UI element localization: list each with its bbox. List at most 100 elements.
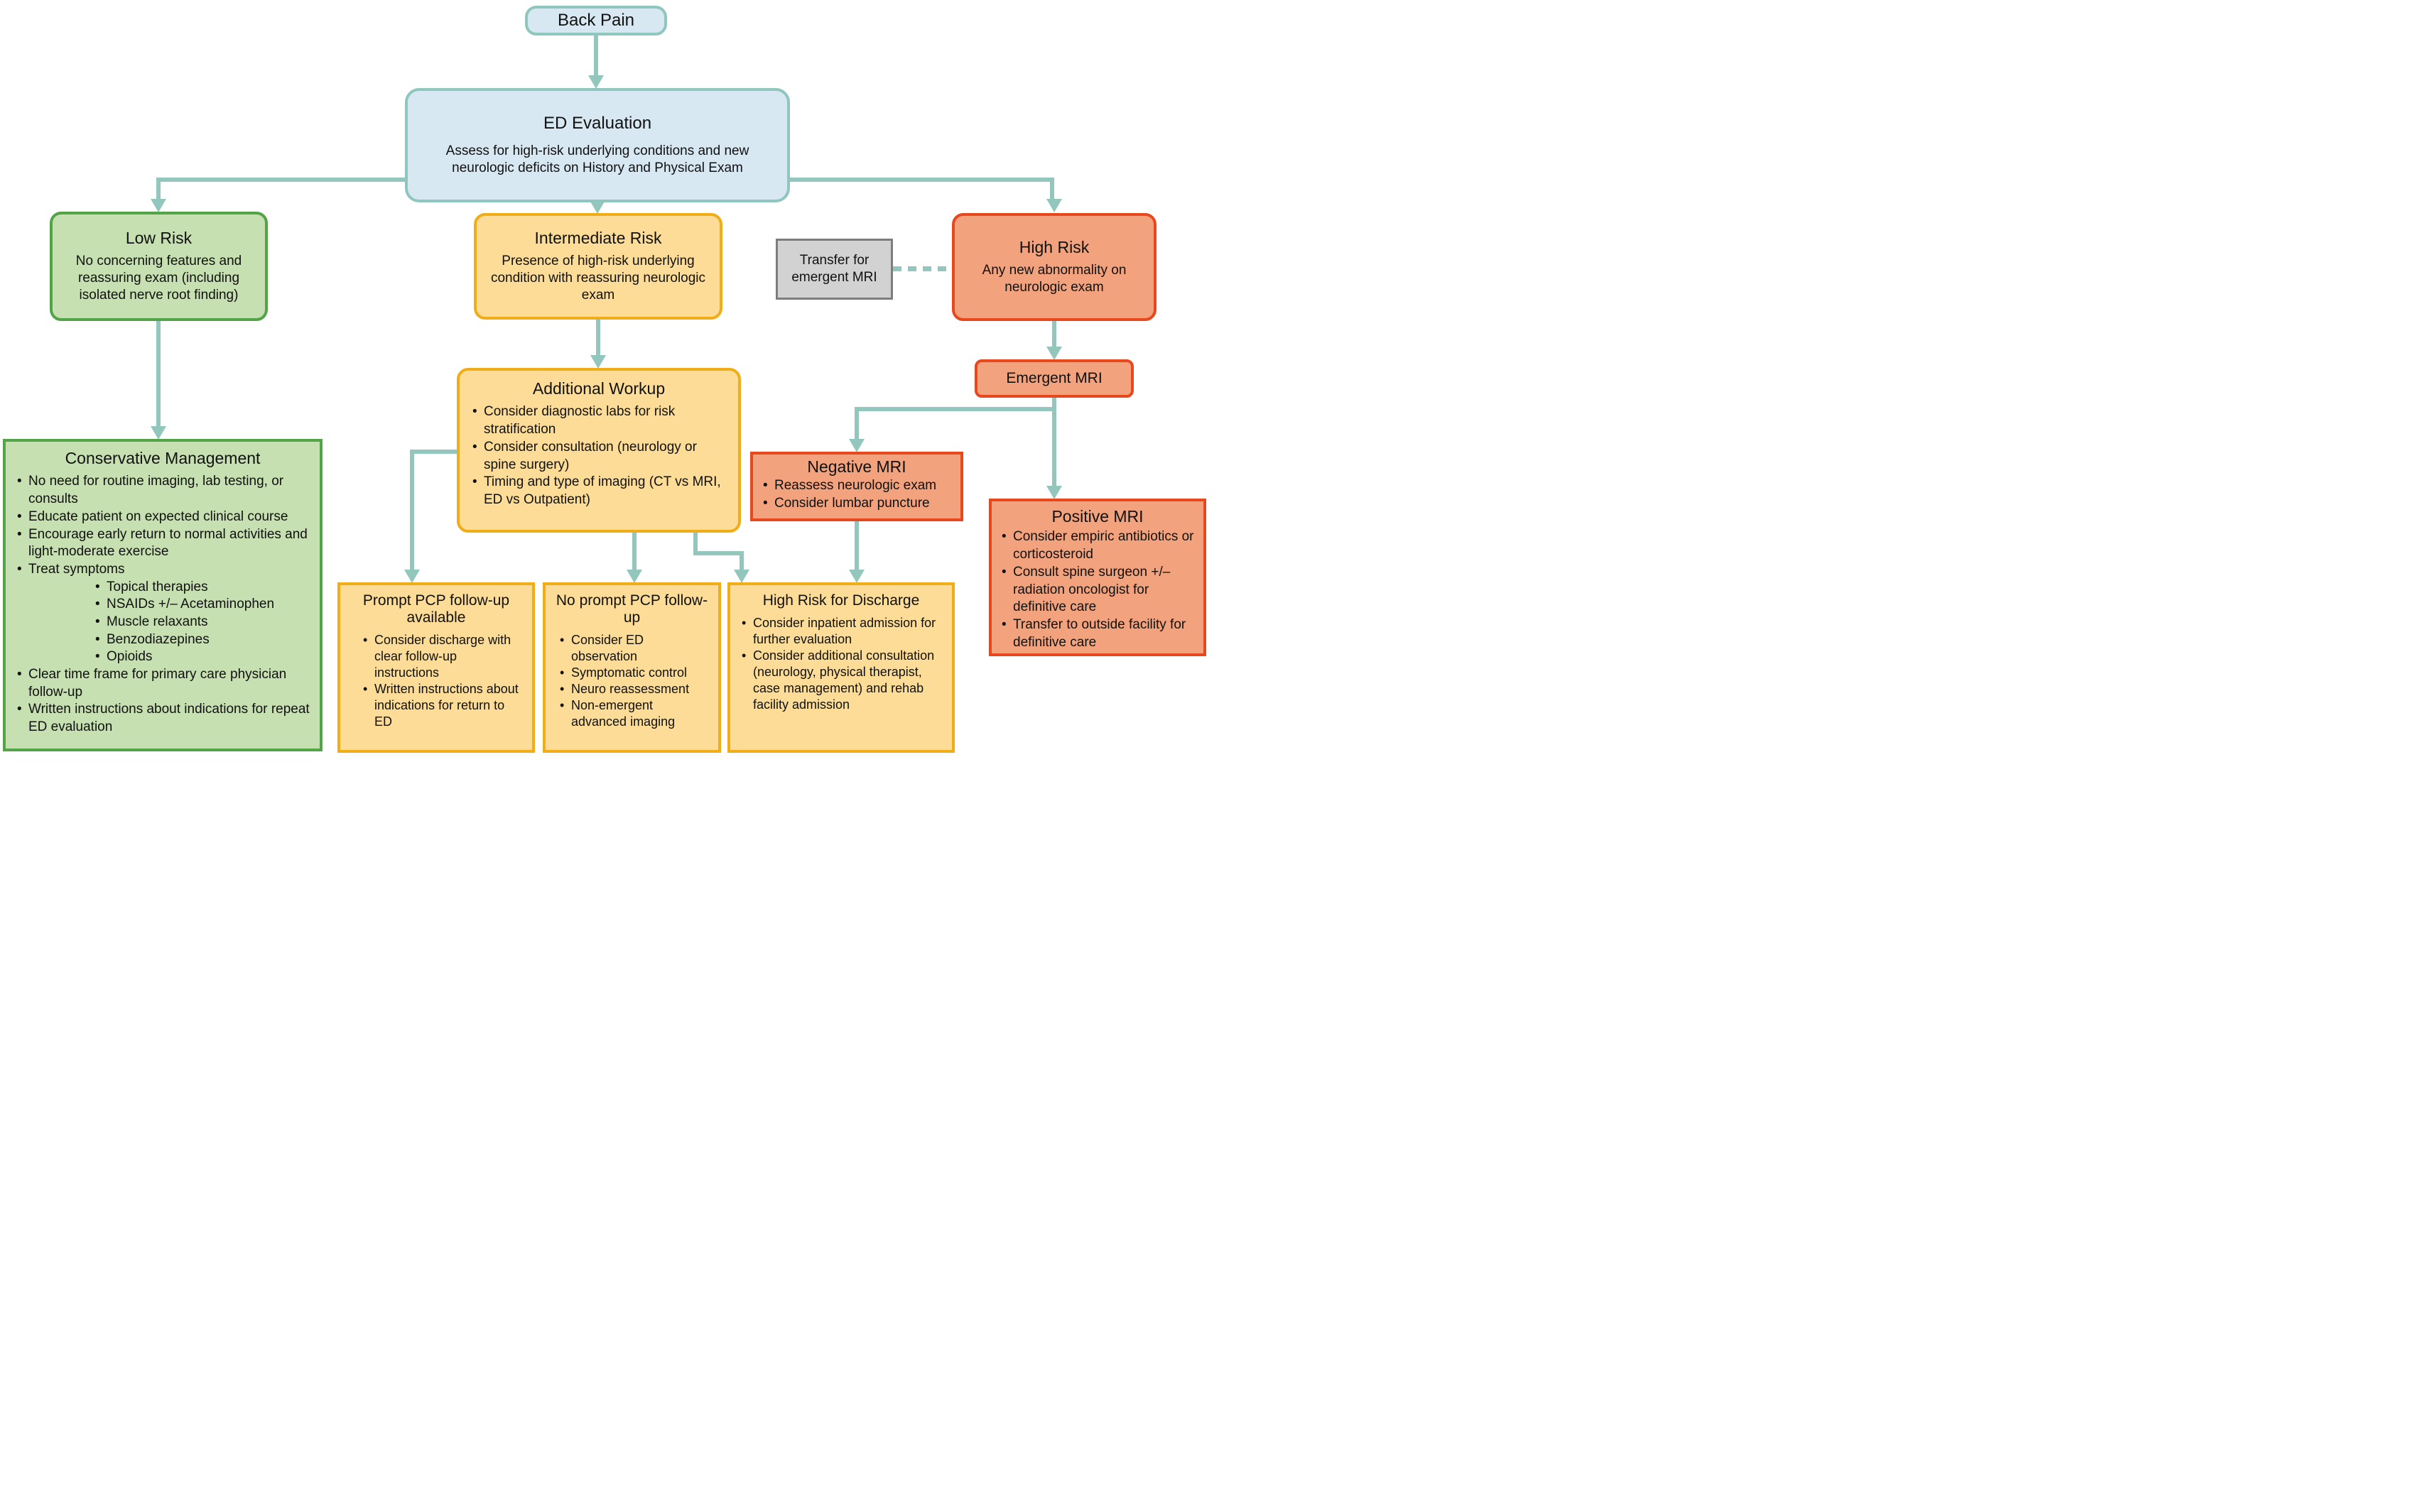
edge-backpain-ed-line [594, 36, 598, 77]
edge-ed-highrisk-vline [1050, 178, 1054, 200]
list-item: Consider diagnostic labs for risk strati… [471, 403, 727, 438]
edge-highrisk-emergentmri-line [1052, 321, 1056, 348]
positive-mri-title: Positive MRI [1051, 507, 1144, 526]
list-item: Consider ED observation [558, 632, 710, 665]
node-ed-evaluation: ED Evaluation Assess for high-risk under… [405, 88, 790, 202]
list-item: Written instructions about indications f… [16, 701, 310, 736]
edge-intermediate-workup-line [596, 320, 600, 357]
edge-workup-promptpcp-vline [410, 450, 414, 571]
high-risk-for-discharge-list: Consider inpatient admission for further… [740, 615, 942, 713]
edge-ed-lowrisk-arrowhead [151, 199, 166, 212]
list-item: Consider consultation (neurology or spin… [471, 439, 727, 474]
edge-workup-hrdischarge-vline1 [693, 533, 698, 555]
edge-ed-highrisk-arrowhead [1046, 199, 1062, 212]
edge-lowrisk-conservative-line [156, 321, 161, 428]
list-item: Benzodiazepines [94, 631, 310, 649]
intermediate-risk-title: Intermediate Risk [534, 228, 662, 247]
node-high-risk: High Risk Any new abnormality on neurolo… [952, 213, 1157, 321]
additional-workup-list: Consider diagnostic labs for risk strati… [471, 403, 727, 508]
edge-lowrisk-conservative-arrowhead [151, 426, 166, 440]
list-item: Timing and type of imaging (CT vs MRI, E… [471, 474, 727, 508]
edge-workup-hrdischarge-vline2 [740, 551, 744, 572]
list-item: Consult spine surgeon +/– radiation onco… [1000, 564, 1195, 616]
list-item: Consider empiric antibiotics or corticos… [1000, 528, 1195, 563]
edge-intermediate-workup-arrowhead [590, 355, 606, 369]
conservative-management-title: Conservative Management [65, 449, 261, 467]
ed-evaluation-title: ED Evaluation [543, 113, 652, 133]
conservative-management-list-2: Clear time frame for primary care physic… [16, 666, 310, 736]
edge-ed-intermediate-arrowhead [590, 200, 605, 214]
node-additional-workup: Additional Workup Consider diagnostic la… [457, 368, 741, 533]
edge-emergentmri-negativemri-vline [855, 407, 859, 440]
list-item: Symptomatic control [558, 665, 710, 681]
list-item: Consider additional consultation (neurol… [740, 648, 942, 713]
node-back-pain: Back Pain [525, 6, 667, 36]
list-item: Topical therapies [94, 579, 310, 597]
no-prompt-pcp-followup-title: No prompt PCP follow-up [556, 592, 708, 626]
edge-ed-highrisk-hline [790, 178, 1054, 182]
list-item: Consider discharge with clear follow-up … [362, 632, 522, 681]
edge-workup-hrdischarge-arrowhead [734, 570, 749, 583]
positive-mri-list: Consider empiric antibiotics or corticos… [1000, 528, 1195, 651]
node-transfer-emergent-mri: Transfer for emergent MRI [776, 239, 893, 300]
transfer-emergent-mri-label: Transfer for emergent MRI [791, 253, 877, 285]
list-item: Reassess neurologic exam [762, 477, 952, 495]
flowchart-back-pain: Back Pain ED Evaluation Assess for high-… [0, 0, 1210, 756]
node-prompt-pcp-followup: Prompt PCP follow-up available Consider … [337, 582, 535, 753]
low-risk-title: Low Risk [125, 228, 193, 247]
list-item: Neuro reassessment [558, 681, 710, 697]
edge-workup-promptpcp-arrowhead [404, 570, 420, 583]
node-conservative-management: Conservative Management No need for rout… [3, 439, 323, 751]
edge-emergentmri-positivemri-arrowhead [1046, 486, 1062, 499]
treat-symptoms-sublist: Topical therapies NSAIDs +/– Acetaminoph… [94, 579, 310, 666]
edge-emergentmri-negativemri-hline [855, 407, 1056, 411]
node-low-risk: Low Risk No concerning features and reas… [50, 212, 268, 321]
edge-negativemri-hrdischarge-line [855, 521, 859, 571]
list-item: Encourage early return to normal activit… [16, 526, 310, 561]
list-item: Opioids [94, 648, 310, 666]
list-item: Consider lumbar puncture [762, 495, 952, 513]
list-item: Treat symptoms [16, 561, 310, 579]
list-item: Non-emergent advanced imaging [558, 697, 710, 730]
edge-ed-lowrisk-hline [156, 178, 405, 182]
negative-mri-list: Reassess neurologic exam Consider lumbar… [762, 477, 952, 512]
edge-workup-nopromptpcp-line [632, 533, 637, 571]
node-emergent-mri: Emergent MRI [975, 359, 1134, 398]
edge-ed-lowrisk-vline [156, 178, 161, 200]
no-prompt-pcp-followup-list: Consider ED observation Symptomatic cont… [558, 632, 710, 730]
edge-negativemri-hrdischarge-arrowhead [849, 570, 865, 583]
negative-mri-title: Negative MRI [807, 457, 906, 476]
prompt-pcp-followup-title: Prompt PCP follow-up available [362, 592, 510, 626]
edge-emergentmri-negativemri-arrowhead [849, 439, 865, 452]
edge-transfer-highrisk-dashed-line [893, 266, 952, 271]
list-item: Transfer to outside facility for definit… [1000, 616, 1195, 651]
high-risk-for-discharge-title: High Risk for Discharge [762, 592, 920, 609]
intermediate-risk-body: Presence of high-risk underlying conditi… [490, 254, 706, 303]
edge-highrisk-emergentmri-arrowhead [1046, 347, 1062, 360]
high-risk-title: High Risk [1019, 237, 1090, 256]
node-no-prompt-pcp-followup: No prompt PCP follow-up Consider ED obse… [543, 582, 721, 753]
list-item: Clear time frame for primary care physic… [16, 666, 310, 701]
ed-evaluation-subtitle: Assess for high-risk underlying conditio… [445, 143, 749, 176]
list-item: Educate patient on expected clinical cou… [16, 508, 310, 526]
emergent-mri-title: Emergent MRI [1006, 369, 1103, 386]
prompt-pcp-followup-list: Consider discharge with clear follow-up … [362, 632, 522, 730]
edge-workup-promptpcp-hline [410, 450, 457, 454]
node-high-risk-for-discharge: High Risk for Discharge Consider inpatie… [727, 582, 955, 753]
node-negative-mri: Negative MRI Reassess neurologic exam Co… [750, 452, 963, 521]
list-item: No need for routine imaging, lab testing… [16, 473, 310, 508]
edge-emergentmri-positivemri-line [1052, 398, 1056, 487]
low-risk-body: No concerning features and reassuring ex… [75, 254, 242, 303]
list-item: Written instructions about indications f… [362, 681, 522, 730]
node-positive-mri: Positive MRI Consider empiric antibiotic… [989, 499, 1206, 656]
conservative-management-list: No need for routine imaging, lab testing… [16, 473, 310, 578]
edge-workup-hrdischarge-hline [693, 551, 744, 555]
list-item: Muscle relaxants [94, 614, 310, 631]
edge-workup-nopromptpcp-arrowhead [627, 570, 642, 583]
additional-workup-title: Additional Workup [532, 379, 666, 398]
edge-backpain-ed-arrowhead [588, 75, 604, 89]
list-item: NSAIDs +/– Acetaminophen [94, 596, 310, 614]
node-intermediate-risk: Intermediate Risk Presence of high-risk … [474, 213, 722, 320]
back-pain-title: Back Pain [557, 11, 635, 31]
list-item: Consider inpatient admission for further… [740, 615, 942, 648]
